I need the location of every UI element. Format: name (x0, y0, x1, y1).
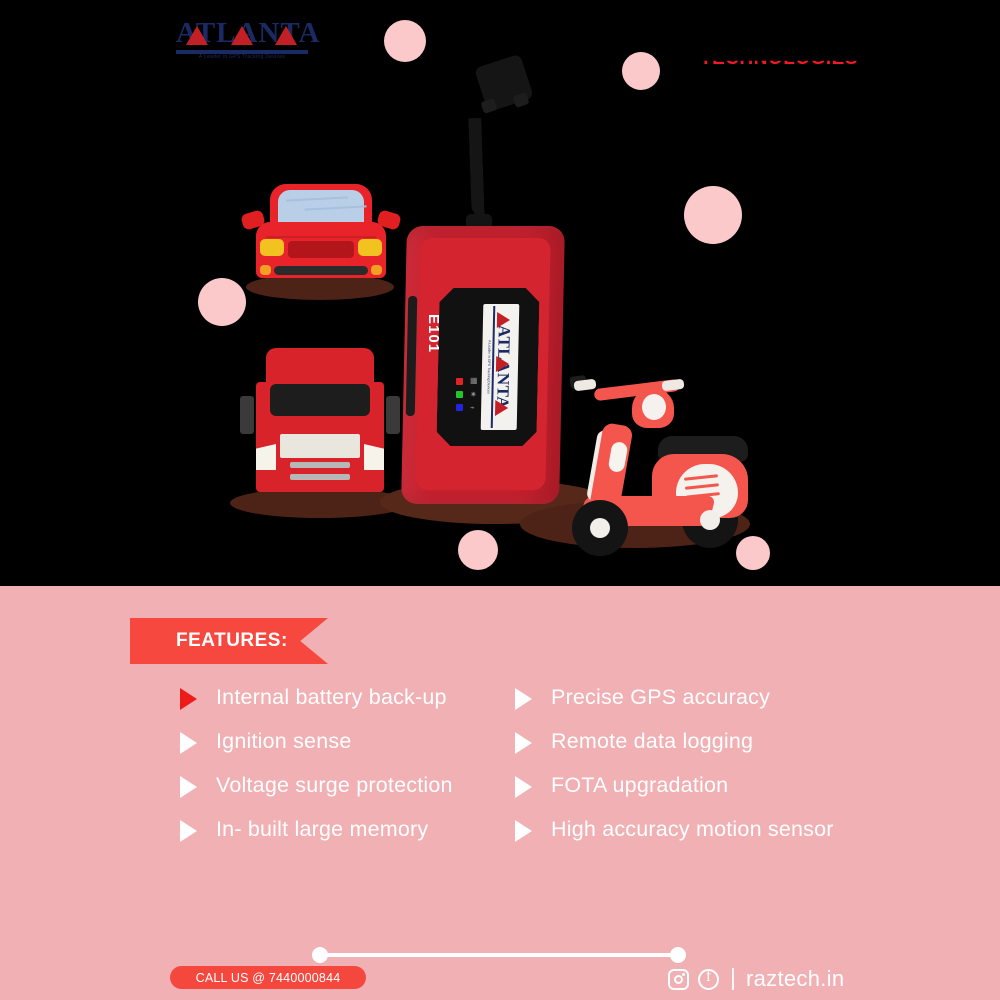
gps-tracker-device: E101 ATLANTA A Leader in GPS Tracking De… (401, 53, 565, 506)
logo-triangle-icon (231, 26, 253, 45)
scooter-grip-right (661, 378, 685, 392)
footer-connector (312, 947, 686, 963)
features-banner: FEATURES: (130, 618, 328, 664)
car-hood (266, 224, 376, 238)
facebook-icon[interactable] (698, 968, 719, 990)
car-windshield (278, 190, 364, 226)
car-illustration (240, 184, 402, 294)
satellite-icon: ✷ (470, 390, 477, 399)
logo-triangle-icon (496, 312, 511, 328)
bullet-arrow-icon (180, 688, 197, 710)
led-indicator-blue (456, 404, 463, 411)
scooter-rear-rim (700, 510, 720, 530)
logo-triangle-icon (186, 26, 208, 45)
device-brand-label: ATLANTA A Leader in GPS Tracking Devices (480, 304, 520, 430)
brand-logo: ATLANTA A Leader in GPS Tracking Devices (176, 18, 320, 62)
website-link[interactable]: raztech.in (746, 966, 845, 991)
scooter-illustration (536, 372, 748, 557)
car-foglight-right (371, 265, 382, 275)
feature-label: Precise GPS accuracy (551, 685, 771, 709)
car-air-vent (274, 266, 368, 275)
call-us-label: CALL US @ 7440000844 (195, 970, 341, 985)
feature-label: Remote data logging (551, 729, 754, 753)
device-label-inner: ATLANTA A Leader in GPS Tracking Devices (481, 304, 520, 430)
truck-grille-bar (290, 474, 350, 480)
connector-line (320, 953, 678, 957)
bullet-arrow-icon (180, 776, 197, 798)
footer-divider (732, 968, 734, 990)
feature-item[interactable]: High accuracy motion sensor (515, 816, 845, 843)
feature-label: Internal battery back-up (216, 685, 447, 709)
truck-mirror-left (240, 396, 254, 434)
scooter-grip-left (573, 378, 597, 392)
logo-triangle-icon (494, 400, 509, 416)
truck-illustration (240, 348, 400, 496)
features-column-right: Precise GPS accuracy Remote data logging… (515, 684, 845, 860)
signal-icon: ▦ (470, 376, 478, 385)
features-column-left: Internal battery back-up Ignition sense … (180, 684, 510, 860)
feature-item[interactable]: Precise GPS accuracy (515, 684, 845, 711)
feature-item[interactable]: Internal battery back-up (180, 684, 510, 711)
truck-grille-bar (290, 462, 350, 468)
feature-label: In- built large memory (216, 817, 429, 841)
truck-headlight-right (364, 444, 384, 470)
feature-label: Voltage surge protection (216, 773, 453, 797)
feature-item[interactable]: Remote data logging (515, 728, 845, 755)
power-icon: ⌁ (470, 403, 475, 412)
feature-label: Ignition sense (216, 729, 352, 753)
truck-headlight-left (256, 444, 276, 470)
car-foglight-left (260, 265, 271, 275)
truck-mirror-right (386, 396, 400, 434)
bullet-arrow-icon (515, 776, 532, 798)
decor-dot (736, 536, 770, 570)
feature-label: FOTA upgradation (551, 773, 729, 797)
feature-label: High accuracy motion sensor (551, 817, 834, 841)
instagram-icon[interactable] (668, 968, 689, 990)
logo-triangle-icon (495, 356, 510, 372)
decor-dot (458, 530, 498, 570)
brand-logo-tagline: A Leader in GPS Tracking Devices (198, 54, 286, 60)
bullet-arrow-icon (515, 732, 532, 754)
decor-dot (622, 52, 660, 90)
bullet-arrow-icon (180, 820, 197, 842)
connector-dot-right (670, 947, 686, 963)
call-us-button[interactable]: CALL US @ 7440000844 (170, 966, 366, 989)
top-right-subtitle: SYSTEMS & SOLUTIONS (700, 70, 790, 76)
top-right-word: TECHNOLOGIES (700, 48, 859, 69)
decor-dot (198, 278, 246, 326)
bullet-arrow-icon (180, 732, 197, 754)
antenna-base (466, 214, 492, 228)
decor-dot (684, 186, 742, 244)
truck-front-panel (280, 434, 360, 458)
led-indicator-red (456, 378, 463, 385)
led-indicator-green (456, 391, 463, 398)
feature-item[interactable]: Voltage surge protection (180, 772, 510, 799)
car-headlight-left (260, 239, 284, 256)
hero-section: ATLANTA A Leader in GPS Tracking Devices… (0, 0, 1000, 586)
ground-shadow-car (246, 274, 394, 300)
bullet-arrow-icon (515, 820, 532, 842)
scooter-headlight (642, 394, 666, 420)
device-model-text: E101 (425, 314, 442, 354)
car-grille (288, 241, 354, 258)
antenna-cable (468, 117, 485, 219)
feature-item[interactable]: FOTA upgradation (515, 772, 845, 799)
scooter-front-rim (590, 518, 610, 538)
feature-item[interactable]: Ignition sense (180, 728, 510, 755)
footer-social-bar: raztech.in (668, 966, 844, 992)
logo-triangle-icon (275, 26, 297, 45)
car-headlight-right (358, 239, 382, 256)
logo-underline (176, 50, 308, 54)
decor-dot (384, 20, 426, 62)
truck-windshield (270, 384, 370, 416)
features-banner-label: FEATURES: (176, 630, 288, 651)
brand-logo-wordmark: ATLANTA (176, 18, 320, 48)
feature-item[interactable]: In- built large memory (180, 816, 510, 843)
bullet-arrow-icon (515, 688, 532, 710)
